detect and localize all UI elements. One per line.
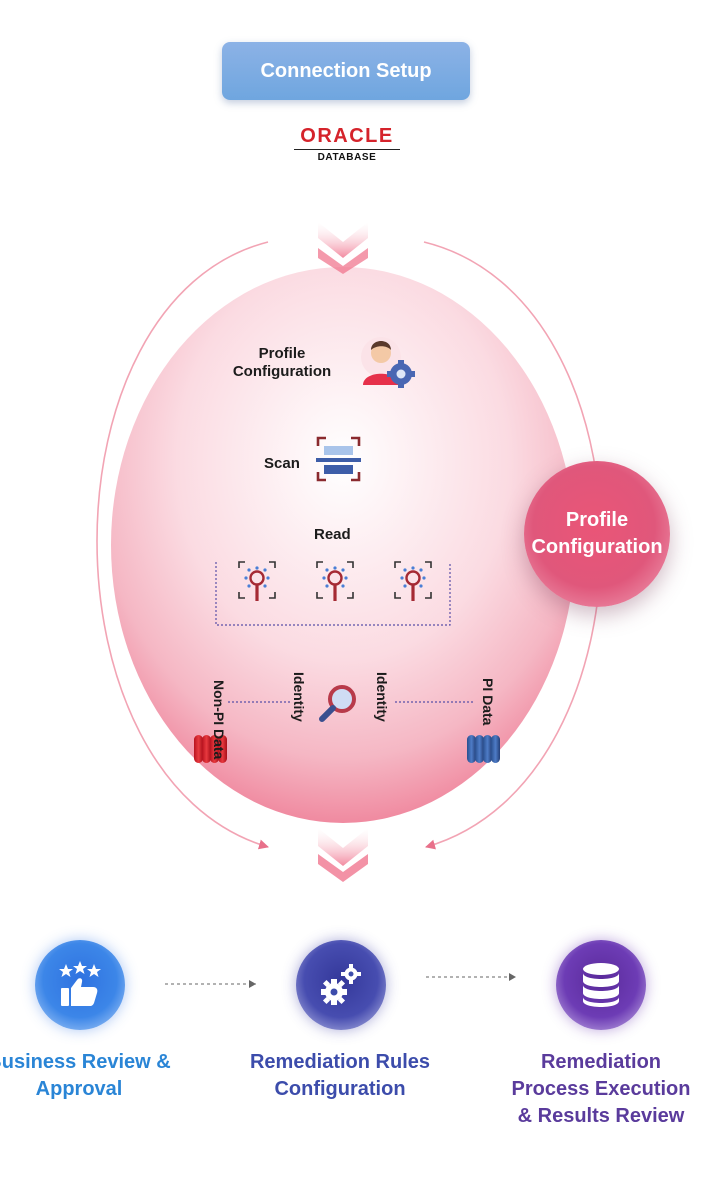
gears-icon [321,964,361,1005]
oracle-logo-rule [294,149,400,150]
scan-label: Scan [264,455,300,472]
connection-setup-box: Connection Setup [222,42,470,100]
oracle-logo-subtitle: DATABASE [317,152,377,163]
left-cycle-arrow [96,241,269,850]
user-settings-icon [361,337,415,388]
top-chevron-arrow [318,222,368,274]
oracle-database-logo: ORACLE DATABASE [292,124,402,168]
non-pi-database-icon [194,735,227,763]
remediation-rules-label: Remediation Rules Configuration [249,1051,431,1100]
process-circle [111,267,575,823]
remediation-process-step-icon [556,940,646,1030]
business-review-label: Business Review & Approval [0,1051,171,1100]
thumbs-up-stars-icon [59,961,101,1006]
identity-right-label: Identity [374,672,390,722]
oracle-wordmark: ORACLE [300,125,394,147]
database-icon [583,963,619,1007]
non-pi-data-label: Non-PI Data [211,680,227,760]
remediation-process-label: Remediation Process Execution & Results … [511,1051,691,1127]
business-review-step-icon [35,940,125,1030]
read-label: Read [314,526,351,543]
magnifier-icon [319,685,356,722]
pi-database-icon [467,735,500,763]
bottom-chevron-arrow [318,828,368,882]
read-group-bracket [215,562,451,626]
scan-icon [316,436,361,482]
pi-data-label: PI Data [480,678,496,726]
read-key-icon [316,561,354,601]
profile-configuration-label: Profile Configuration [232,345,332,380]
identity-left-label: Identity [291,672,307,722]
read-key-icon [238,561,276,601]
remediation-rules-step-icon [296,940,386,1030]
read-key-icon [394,561,432,601]
profile-configuration-badge: Profile Configuration [524,461,670,607]
